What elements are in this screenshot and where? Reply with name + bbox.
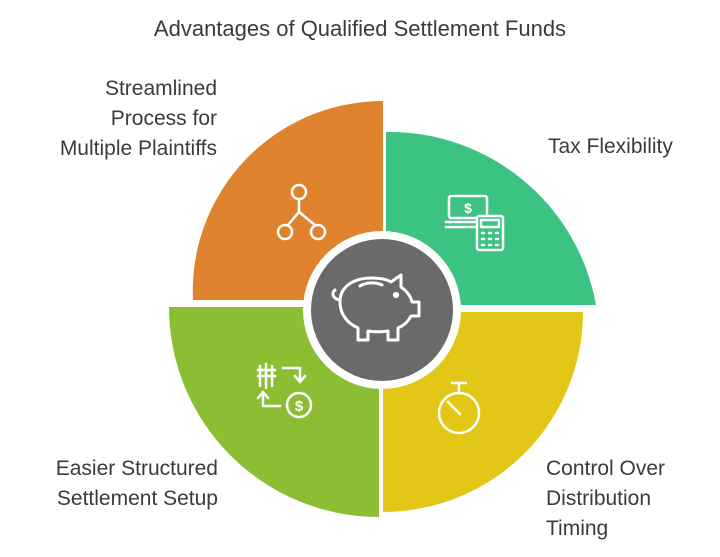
label-line: Streamlined [104, 77, 217, 100]
label-line: Control Over [546, 457, 666, 480]
piggy-bank-icon [331, 273, 421, 342]
hierarchy-nodes-icon [276, 183, 327, 241]
label-tax-flexibility: Tax Flexibility [548, 132, 673, 162]
label-line: Settlement Setup [56, 487, 218, 510]
label-line: Distribution [546, 487, 652, 510]
label-streamlined-process: Streamlined Process for Multiple Plainti… [60, 74, 217, 164]
center-hub [311, 239, 453, 381]
money-calculator-icon: $ [444, 194, 505, 252]
label-line: Process for [110, 107, 217, 130]
exchange-dollar-icon: $ [256, 362, 313, 419]
label-line: Easier Structured [55, 457, 218, 480]
stopwatch-icon [437, 381, 481, 435]
svg-text:$: $ [295, 398, 304, 415]
label-distribution-timing: Control Over Distribution Timing [546, 454, 665, 544]
label-structured-settlement: Easier Structured Settlement Setup [56, 454, 218, 514]
label-line: Tax Flexibility [548, 135, 673, 158]
label-line: Multiple Plaintiffs [59, 137, 217, 160]
diagram-title: Advantages of Qualified Settlement Funds [153, 16, 567, 41]
svg-text:$: $ [464, 200, 472, 216]
label-line: Timing [546, 517, 609, 540]
